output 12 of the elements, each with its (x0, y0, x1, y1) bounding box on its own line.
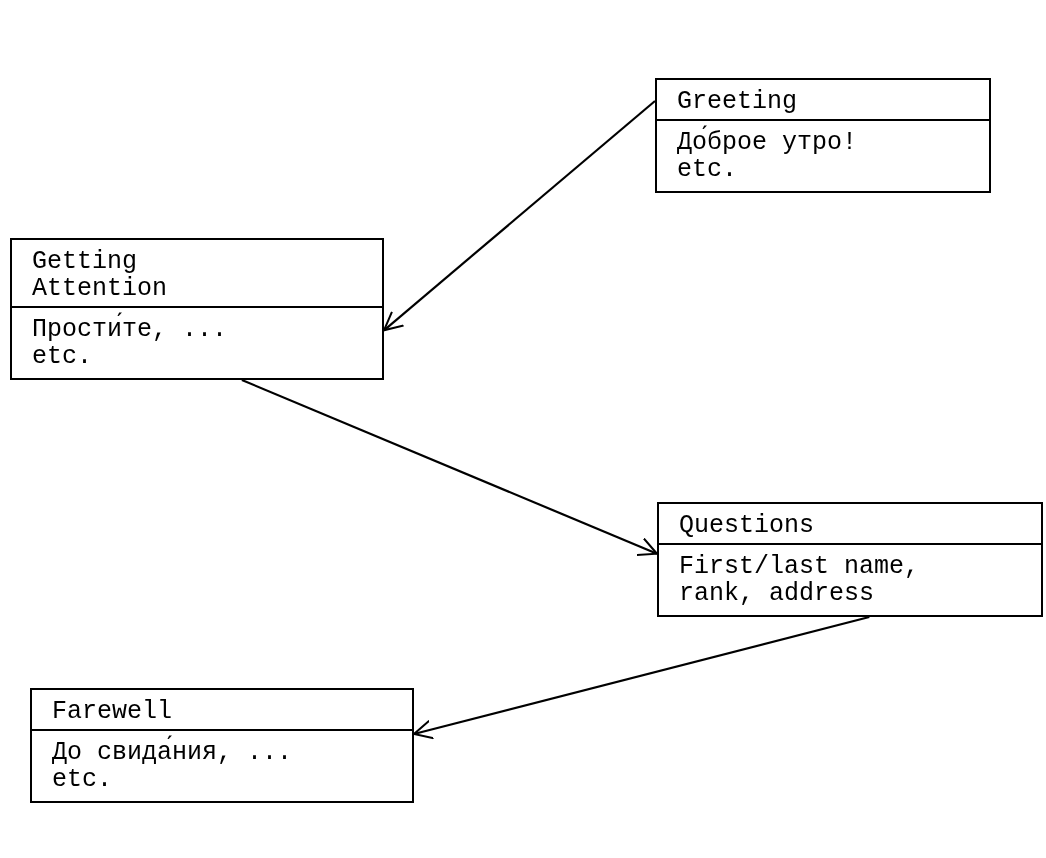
arrow (413, 615, 870, 740)
box-text: First/last name, rank, address (679, 553, 921, 607)
frame-box (657, 502, 1043, 617)
box-heading: Farewell (52, 698, 173, 725)
frame-box (30, 688, 414, 803)
arrow (383, 100, 656, 332)
box-heading: Questions (679, 512, 815, 539)
frame-box (655, 78, 991, 193)
box-heading: Getting Attention (32, 248, 169, 302)
frame-box (10, 238, 384, 380)
arrow (241, 379, 658, 557)
box-heading: Greeting (677, 88, 798, 115)
